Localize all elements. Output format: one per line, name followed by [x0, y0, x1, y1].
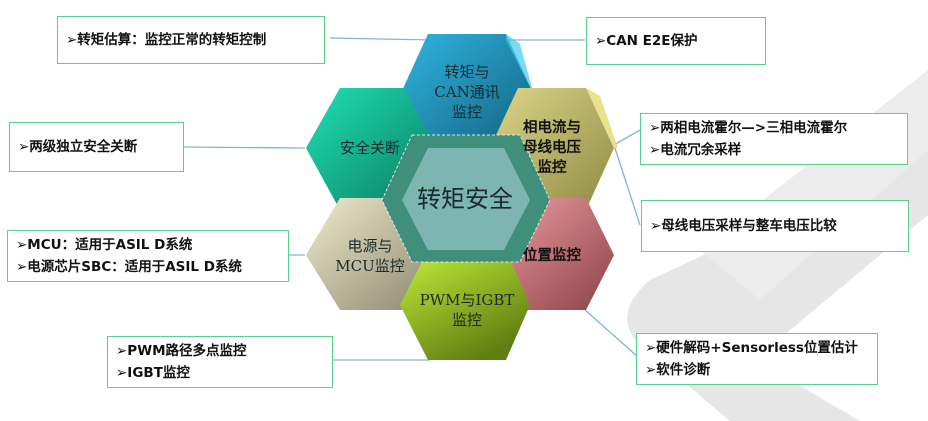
box-torque-estimate: ➢转矩估算：监控正常的转矩控制 [57, 16, 325, 64]
box-line: ➢CAN E2E保护 [595, 33, 698, 49]
box-line: ➢MCU：适用于ASIL D系统 [16, 237, 193, 253]
hexagon-label-power-mcu: 电源与 MCU监控 [335, 237, 405, 275]
box-bus-voltage: ➢母线电压采样与整车电压比较 [641, 200, 909, 252]
hexagon-label-torque-can: 转矩与 CAN通讯 监控 [434, 63, 500, 121]
box-pwm-igbt: ➢PWM路径多点监控 ➢IGBT监控 [107, 336, 333, 388]
box-current-hall: ➢两相电流霍尔—>三相电流霍尔 ➢电流冗余采样 [640, 113, 908, 165]
hexagon-pwm-igbt [400, 250, 530, 360]
hexagon-label-position: 位置监控 [523, 248, 581, 264]
hexagon-torque-can [400, 34, 534, 152]
hexagon-label-current-voltage: 相电流与 母线电压 监控 [523, 120, 581, 176]
box-line: ➢电流冗余采样 [649, 142, 742, 158]
box-line: ➢母线电压采样与整车电压比较 [650, 218, 837, 234]
box-two-level-shutdown: ➢两级独立安全关断 [9, 122, 184, 172]
box-line: ➢PWM路径多点监控 [116, 343, 247, 359]
box-line: ➢电源芯片SBC：适用于ASIL D系统 [16, 259, 242, 275]
box-line: ➢两级独立安全关断 [18, 139, 138, 155]
hexagon-center [381, 134, 551, 263]
hexagon-label-safety-shutdown: 安全关断 [339, 139, 400, 157]
box-line: ➢硬件解码+Sensorless位置估计 [645, 340, 858, 356]
box-line: ➢两相电流霍尔—>三相电流霍尔 [649, 120, 848, 136]
box-can-e2e: ➢CAN E2E保护 [586, 17, 766, 65]
box-position-estimation: ➢硬件解码+Sensorless位置估计 ➢软件诊断 [636, 333, 878, 385]
box-line: ➢转矩估算：监控正常的转矩控制 [66, 32, 267, 48]
box-line: ➢软件诊断 [645, 362, 711, 378]
box-line: ➢IGBT监控 [116, 365, 190, 381]
hexagon-label-pwm-igbt: PWM与IGBT 监控 [419, 291, 515, 329]
box-mcu-sbc: ➢MCU：适用于ASIL D系统 ➢电源芯片SBC：适用于ASIL D系统 [7, 230, 289, 282]
center-label: 转矩安全 [417, 185, 513, 213]
